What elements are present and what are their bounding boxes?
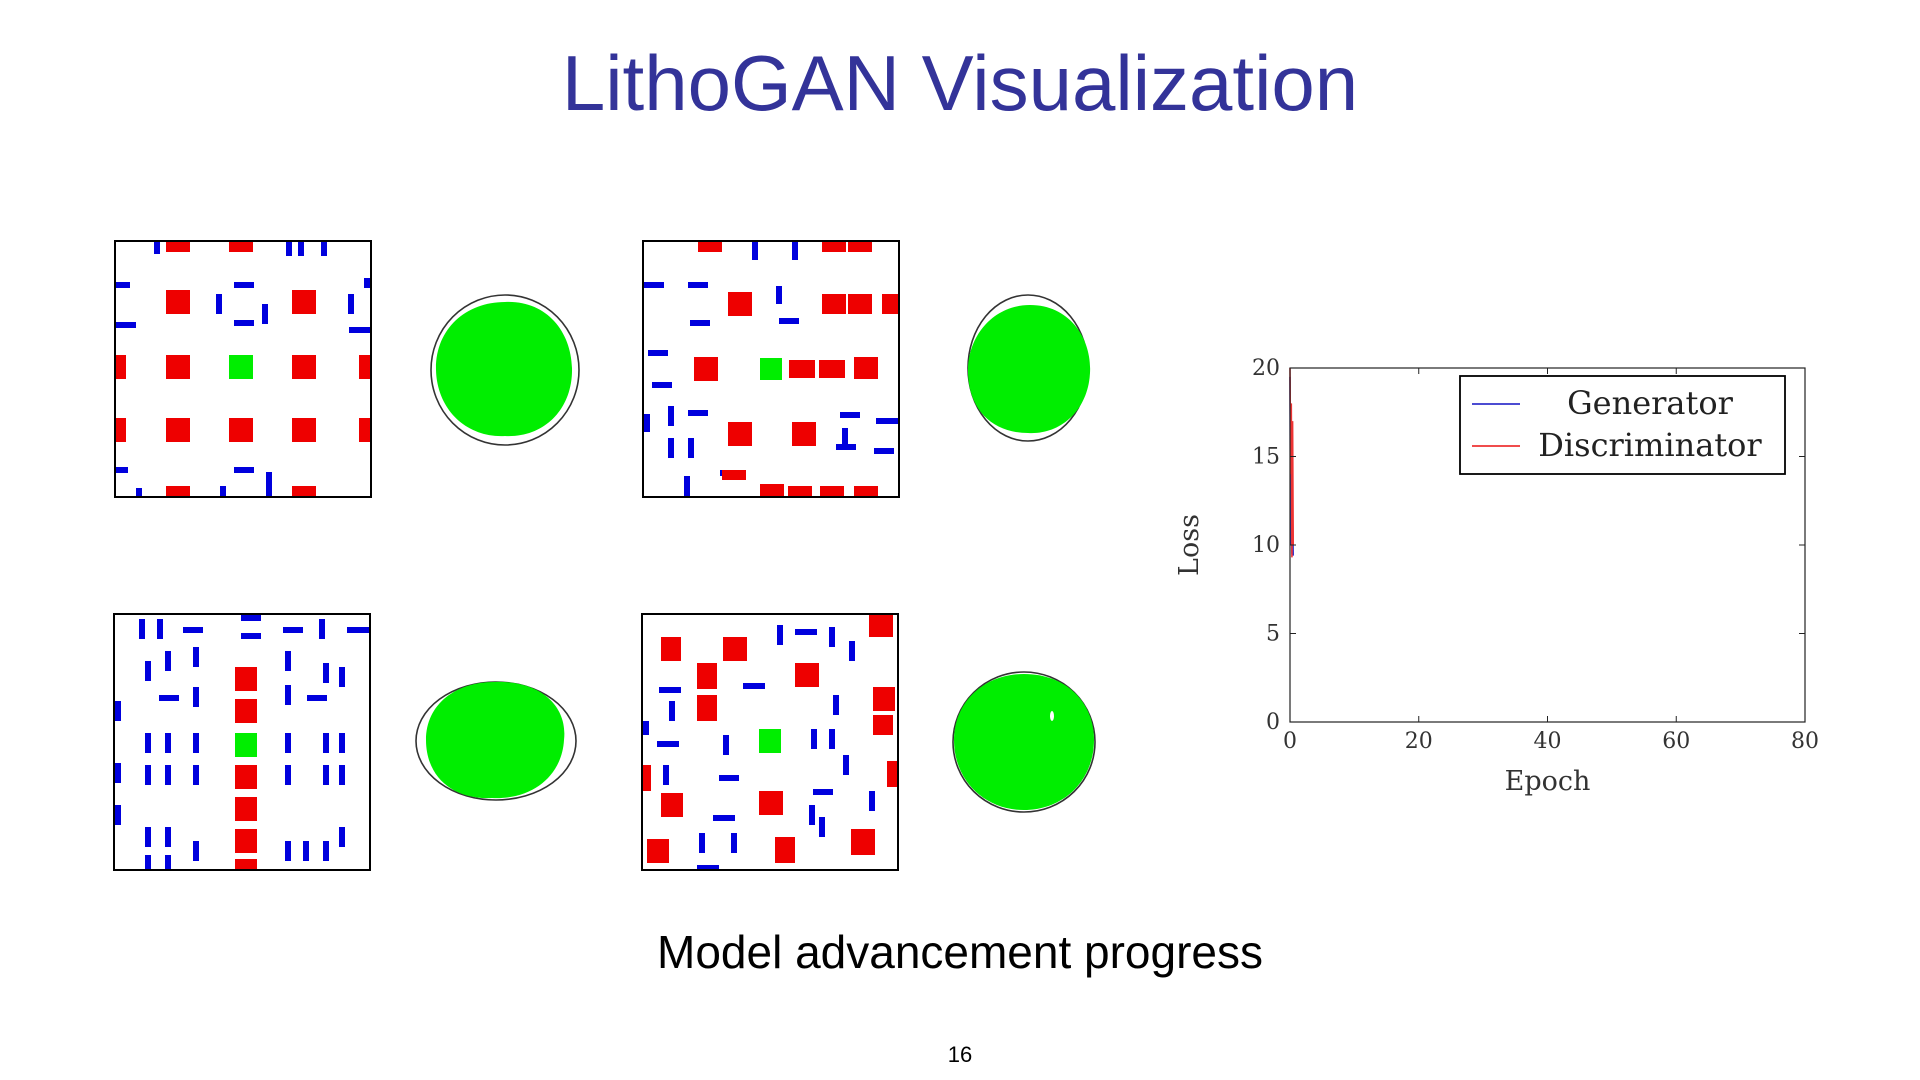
x-tick-label: 60 [1662, 729, 1690, 754]
mask-image-2 [642, 240, 900, 498]
y-tick-label: 0 [1266, 710, 1280, 735]
resist-contour-3 [415, 681, 577, 801]
resist-contour-4 [952, 671, 1096, 813]
mask-image-4 [641, 613, 899, 871]
x-tick-label: 80 [1791, 729, 1819, 754]
x-tick-label: 40 [1534, 729, 1562, 754]
mask-image-1 [114, 240, 372, 498]
y-axis-label: Loss [1174, 514, 1205, 576]
page-number: 16 [947, 1042, 973, 1067]
x-tick-label: 0 [1283, 729, 1297, 754]
y-tick-label: 10 [1252, 533, 1280, 558]
slide-title: LithoGAN Visualization [561, 39, 1359, 127]
legend-label-discriminator: Discriminator [1538, 426, 1762, 464]
x-tick-label: 20 [1405, 729, 1433, 754]
legend-box [1459, 375, 1786, 475]
x-axis-label: Epoch [1505, 766, 1591, 797]
mask-image-3 [113, 613, 371, 871]
y-tick-label: 15 [1252, 445, 1280, 470]
resist-contour-1 [430, 294, 580, 446]
legend-label-generator: Generator [1567, 384, 1734, 422]
slide-caption: Model advancement progress [657, 926, 1263, 978]
resist-contour-2 [967, 294, 1091, 442]
y-tick-label: 20 [1252, 356, 1280, 381]
y-tick-label: 5 [1266, 622, 1280, 647]
